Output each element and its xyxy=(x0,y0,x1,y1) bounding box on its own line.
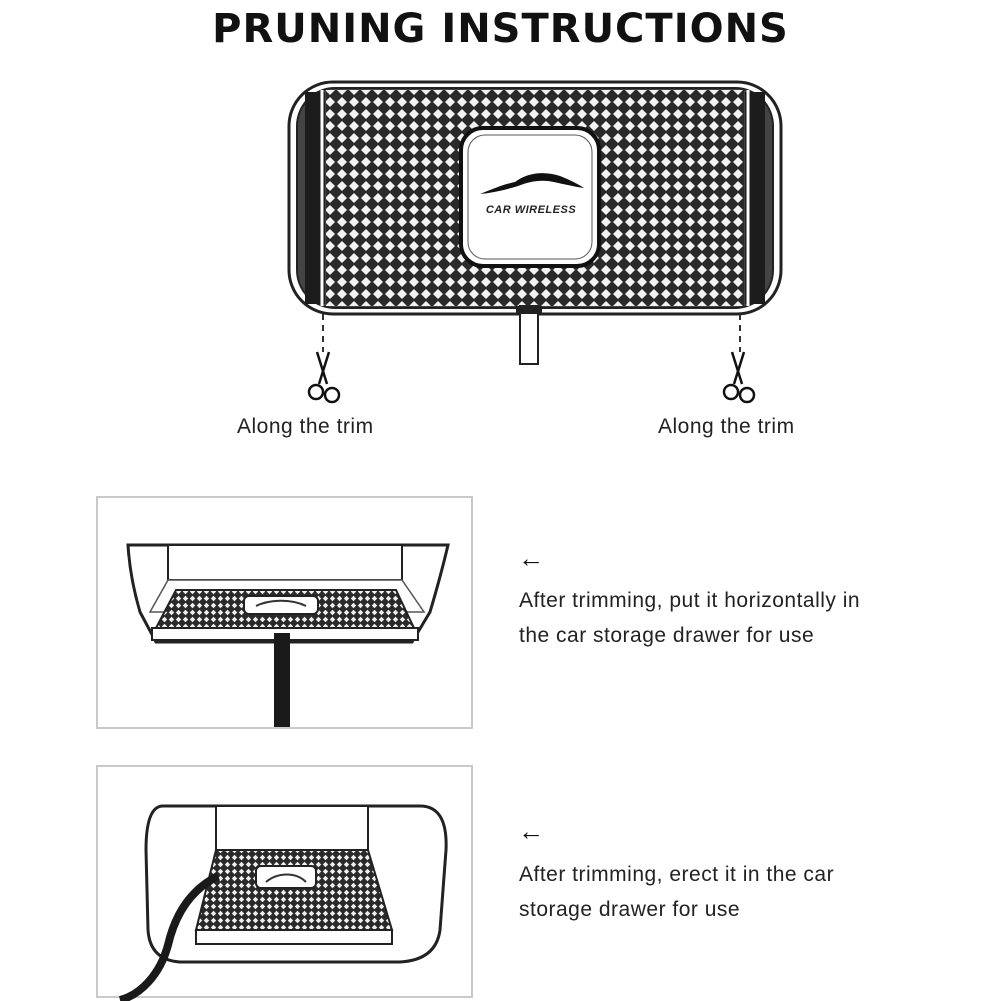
page-title: PRUNING INSTRUCTIONS xyxy=(212,6,789,52)
pad-logo-text: CAR WIRELESS xyxy=(485,204,577,216)
step-2-line-1: After trimming, erect it in the car xyxy=(519,863,835,886)
left-trim-caption: Along the trim xyxy=(237,415,374,438)
horizontal-drawer-illustration xyxy=(96,496,473,729)
upright-drawer-illustration xyxy=(96,765,473,1001)
step-1-line-1: After trimming, put it horizontally in xyxy=(519,589,861,612)
car-silhouette-icon xyxy=(480,173,584,194)
left-arrow-icon: ← xyxy=(518,816,544,846)
scissors-icon xyxy=(722,351,756,404)
right-trim-caption: Along the trim xyxy=(658,415,795,438)
step-1-instruction: After trimming, put it horizontally in t… xyxy=(519,583,860,653)
step-2-instruction: After trimming, erect it in the car stor… xyxy=(519,857,834,927)
scissors-icon xyxy=(307,351,341,404)
left-arrow-icon: ← xyxy=(518,543,544,573)
step-2-line-2: storage drawer for use xyxy=(519,898,741,921)
step-1-line-2: the car storage drawer for use xyxy=(519,624,815,647)
charging-pad xyxy=(287,80,783,365)
